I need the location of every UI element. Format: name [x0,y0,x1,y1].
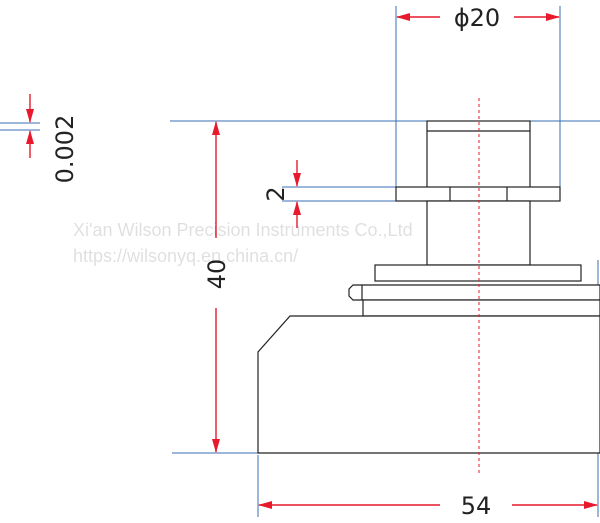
flange-disk [395,186,561,202]
diameter-label: ϕ20 [454,4,500,32]
part-outline [257,120,600,454]
watermark-company: Xi'an Wilson Precision Instruments Co.,L… [73,220,413,240]
base-body [257,315,600,454]
collar [374,264,582,282]
height-label: 40 [203,259,231,290]
dimension-lines [26,13,598,509]
flatness-label: 0.002 [51,115,79,184]
width-label: 54 [461,492,492,520]
lower-step [362,299,600,317]
watermark-url: https://wilsonyq.en.china.cn/ [73,246,298,266]
plate [348,284,600,301]
thickness-label: 2 [262,186,290,201]
